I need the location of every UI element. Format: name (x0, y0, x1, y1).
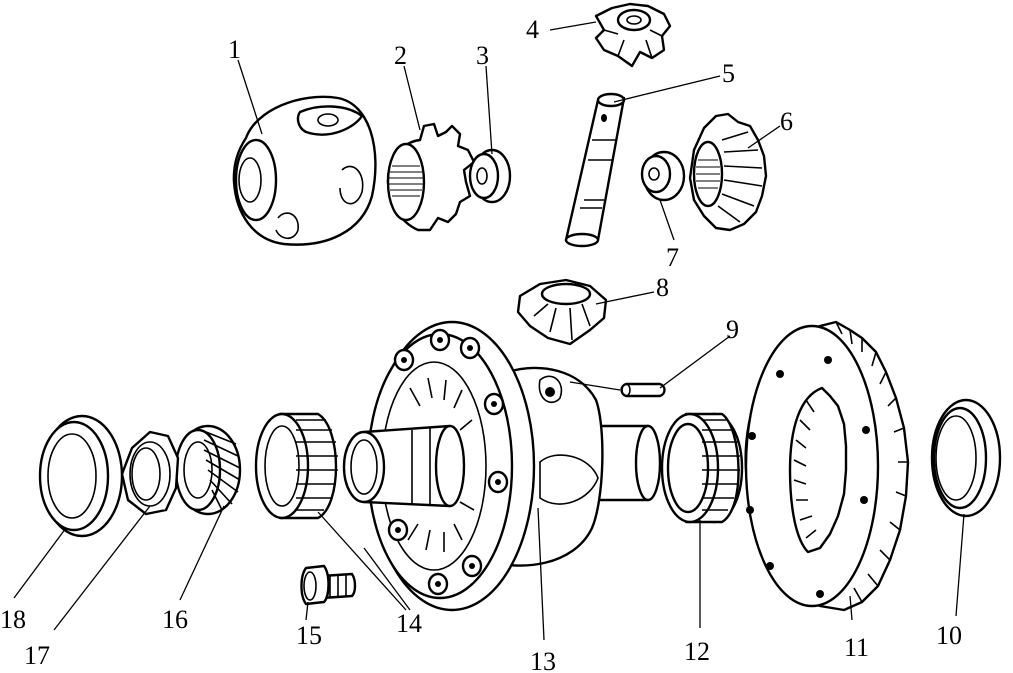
part-10-bearing-cup-right (930, 398, 1002, 518)
callout-3: 3 (476, 41, 489, 70)
part-11-ring-gear (744, 320, 910, 612)
callout-12: 12 (684, 637, 710, 666)
part-1-cross-housing (232, 95, 377, 246)
part-3-thrust-washer (468, 148, 512, 204)
callout-labels: 1 2 3 4 5 6 7 8 9 10 11 12 13 14 15 16 1… (0, 15, 962, 673)
callout-16: 16 (162, 605, 188, 634)
part-4-pinion-gear-top (594, 2, 672, 68)
callout-14: 14 (396, 609, 422, 638)
leader-lines (13, 21, 965, 641)
part-16-drive-gear (174, 424, 242, 516)
callout-15: 15 (296, 621, 322, 650)
part-15-bolt (300, 564, 357, 606)
callout-17: 17 (24, 641, 50, 670)
part-7-thrust-washer (640, 150, 686, 202)
callout-2: 2 (394, 41, 407, 70)
callout-4: 4 (526, 15, 539, 44)
part-6-side-gear-right (688, 112, 768, 232)
part-5-pinion-shaft (564, 92, 626, 248)
callout-8: 8 (656, 273, 669, 302)
part-8-pinion-gear-lower (516, 278, 608, 346)
part-12-tapered-roller-bearing-right (660, 412, 744, 524)
part-14-tapered-roller-bearing-left (254, 412, 338, 520)
callout-18: 18 (0, 605, 26, 634)
callout-9: 9 (726, 315, 739, 344)
callout-6: 6 (780, 107, 793, 136)
callout-11: 11 (844, 633, 869, 662)
part-9-lock-pin (620, 382, 666, 398)
part-2-side-gear-left (386, 122, 476, 232)
callout-7: 7 (666, 243, 679, 272)
part-17-adjusting-nut (120, 430, 180, 516)
callout-13: 13 (530, 647, 556, 673)
part-13-differential-case (342, 320, 662, 612)
callout-1: 1 (228, 35, 241, 64)
callout-5: 5 (722, 59, 735, 88)
callout-10: 10 (936, 621, 962, 650)
part-18-bearing-cup-left (38, 414, 124, 538)
